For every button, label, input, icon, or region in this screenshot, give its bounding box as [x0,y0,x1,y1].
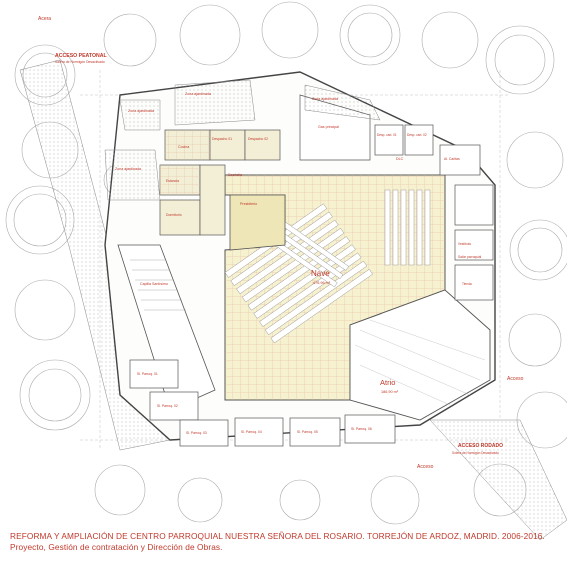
caption-line-1: REFORMA Y AMPLIACIÓN DE CENTRO PARROQUIA… [10,531,545,541]
label-sl-parroq-3: Sl. Parroq. 03 [186,431,207,435]
label-sl-parroq-6: Sl. Parroq. 06 [351,427,372,431]
label-gas-principal: Gas principal [318,125,339,129]
capilla-room [117,244,216,411]
label-zona-ajardinada-2: Zona ajardinada [128,109,154,113]
label-despacho-cari-2: Desp. cari. 02 [407,133,427,137]
label-despacho-2: Despacho 02 [248,137,268,141]
label-despacho-cari-1: Desp. cari. 01 [377,133,397,137]
label-estancia: Estancia [166,179,179,183]
label-nave-area: 476,96 m² [313,281,331,285]
label-sl-parroq-4: Sl. Parroq. 04 [241,430,262,434]
caption-line-2: Proyecto, Gestión de contratación y Dire… [10,542,223,552]
label-vestibulo: Vestíbulo [458,242,471,246]
label-acceso-rodado-sub: Solera de Hormigón Desactivado [452,451,499,455]
label-sl-parroq-1: Sl. Parroq. 01 [137,372,158,376]
label-sacristia: Sacristía [228,173,242,177]
plan-caption: REFORMA Y AMPLIACIÓN DE CENTRO PARROQUIA… [10,531,562,553]
label-acceso-right: Acceso [507,376,524,382]
label-acera: Acera [38,16,51,22]
garden-patches [104,79,381,201]
label-presbiterio: Presbiterio [240,202,257,206]
label-dlc: DLC [396,157,404,161]
label-salon-parroquial: Salón parroquial [458,255,482,259]
label-sl-parroq-2: Sl. Parroq. 02 [157,404,178,408]
label-despacho-1: Despacho 01 [212,137,232,141]
label-cocina: Cocina [178,145,189,149]
pews [224,203,373,344]
landscape-trees [5,1,567,525]
label-atrio-area: 186,90 m² [381,390,399,394]
parish-rooms [129,359,396,447]
vehicle-path [429,419,567,541]
side-pews [384,189,431,266]
label-acceso-peatonal-sub: Solera de Hormigón Desactivado [55,60,105,64]
label-capilla: Capilla Santísimo [140,282,168,286]
label-acceso-peatonal: ACCESO PEATONAL [55,53,108,59]
label-dormitorio: Dormitorio [166,213,182,217]
label-sl-parroq-5: Sl. Parroq. 05 [297,430,318,434]
label-zona-ajardinada-3: Zona ajardinada [115,167,141,171]
label-tienda: Tienda [462,282,472,286]
label-atrio: Atrio [380,378,395,387]
presbiterio-zone [229,194,286,251]
label-acceso-bottom: Acceso [417,464,434,470]
label-zona-ajardinada-1: Zona ajardinada [185,92,211,96]
label-acceso-rodado: ACCESO RODADO [458,443,503,449]
label-caritas: Al. Caritas [444,157,460,161]
label-zona-ajardinada-4: Zona ajardinada [312,97,338,101]
label-nave: Nave [311,269,330,278]
